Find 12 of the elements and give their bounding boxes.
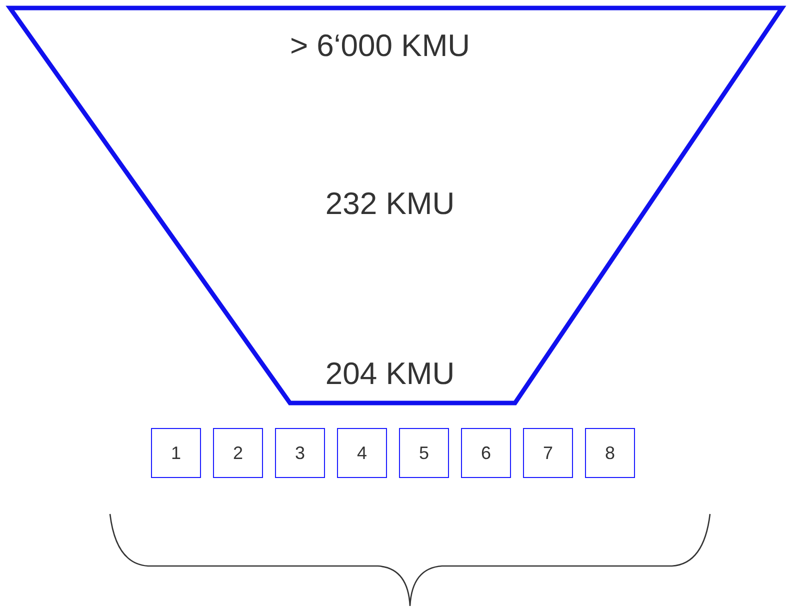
numbered-box: 7: [523, 428, 573, 478]
numbered-box: 3: [275, 428, 325, 478]
funnel-label: 232 KMU: [325, 188, 455, 219]
numbered-box: 1: [151, 428, 201, 478]
numbered-box: 6: [461, 428, 511, 478]
numbered-box: 4: [337, 428, 387, 478]
funnel-label: > 6‘000 KMU: [290, 30, 470, 61]
numbered-box: 2: [213, 428, 263, 478]
funnel-label: 204 KMU: [325, 358, 455, 389]
funnel-shape: [8, 6, 784, 406]
numbered-box: 5: [399, 428, 449, 478]
numbered-box: 8: [585, 428, 635, 478]
